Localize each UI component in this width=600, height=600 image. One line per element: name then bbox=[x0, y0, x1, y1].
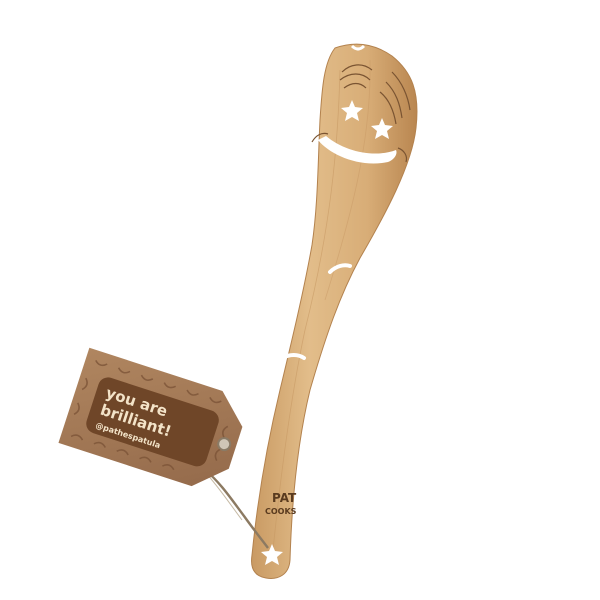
left-star-eye bbox=[341, 100, 363, 121]
tag-label bbox=[86, 377, 219, 467]
tag-smiley-pattern bbox=[70, 359, 229, 471]
hang-tag: you are brilliant! @pathespatula bbox=[58, 347, 243, 487]
smile-cutout bbox=[318, 136, 397, 164]
hair-lines bbox=[339, 64, 411, 125]
wooden-spatula: PAT COOKS bbox=[150, 43, 418, 579]
brand-logo: PAT COOKS bbox=[265, 491, 297, 516]
spatula-body bbox=[251, 43, 418, 579]
brand-line-1: PAT bbox=[272, 491, 297, 505]
twine-string bbox=[204, 469, 269, 549]
handle-star-hole bbox=[261, 544, 283, 565]
brand-line-2: COOKS bbox=[265, 507, 297, 516]
tag-eyelet bbox=[217, 437, 232, 452]
right-star-eye bbox=[371, 118, 393, 139]
